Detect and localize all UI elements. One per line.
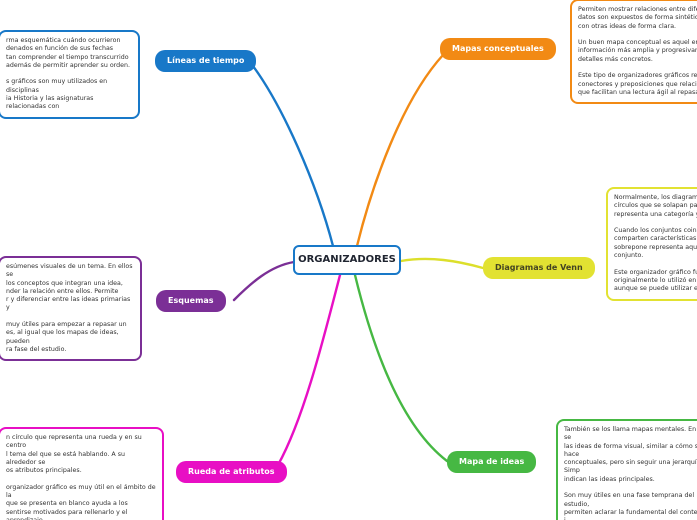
curve-lineas-de-tiempo (248, 60, 335, 248)
central-topic[interactable]: ORGANIZADORES (293, 245, 401, 275)
node-mapas-conceptuales[interactable]: Mapas conceptuales (440, 38, 556, 60)
note-diagramas-de-venn[interactable]: Normalmente, los diagramas d círculos qu… (606, 187, 697, 301)
note-rueda-de-atributos[interactable]: n círculo que representa una rueda y en … (0, 427, 164, 520)
curve-rueda-de-atributos (276, 273, 342, 467)
node-mapa-de-ideas[interactable]: Mapa de ideas (447, 451, 537, 473)
node-esquemas[interactable]: Esquemas (156, 290, 226, 312)
curve-mapa-de-ideas (353, 273, 449, 463)
curve-mapas-conceptuales (355, 53, 445, 248)
curve-esquemas (232, 260, 296, 302)
node-lineas-de-tiempo[interactable]: Líneas de tiempo (155, 50, 257, 72)
node-rueda-de-atributos[interactable]: Rueda de atributos (176, 461, 287, 483)
node-diagramas-de-venn[interactable]: Diagramas de Venn (483, 257, 595, 279)
note-lineas-de-tiempo[interactable]: rma esquemática cuándo ocurrieron denado… (0, 30, 140, 119)
note-mapas-conceptuales[interactable]: Permiten mostrar relaciones entre difere… (570, 0, 697, 105)
curve-diagramas-de-venn (399, 257, 485, 270)
note-mapa-de-ideas[interactable]: También se los llama mapas mentales. En … (556, 419, 697, 520)
note-esquemas[interactable]: esúmenes visuales de un tema. En ellos s… (0, 256, 142, 362)
